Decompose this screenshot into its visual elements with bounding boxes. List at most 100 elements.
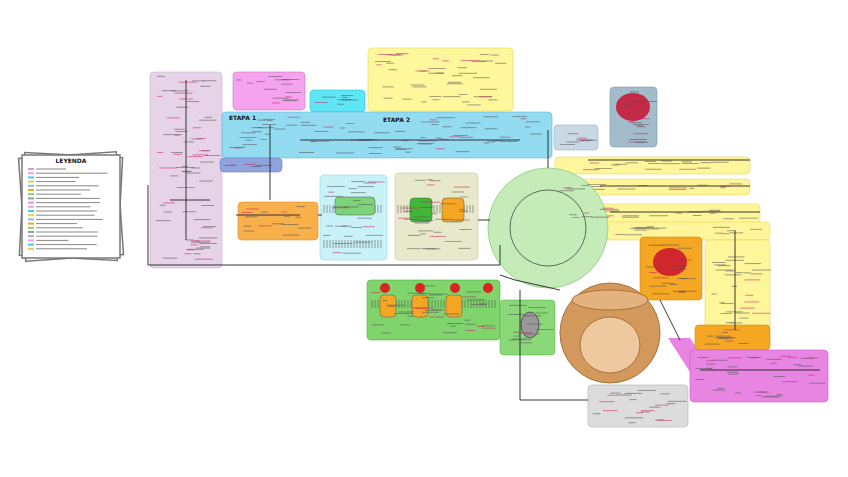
membrane — [324, 240, 381, 248]
fine-print — [413, 216, 430, 217]
fine-print — [603, 208, 613, 209]
fine-print — [610, 393, 620, 394]
fine-print — [460, 196, 467, 197]
fine-print — [427, 184, 435, 185]
fine-print — [709, 210, 720, 211]
fine-print — [729, 232, 743, 233]
pathway-panel — [238, 202, 318, 240]
fine-print — [698, 357, 709, 358]
fine-print — [398, 218, 410, 219]
stage-label: ETAPA 2 — [382, 117, 411, 124]
fine-print — [713, 227, 730, 228]
legend-line — [36, 232, 98, 233]
fine-print — [655, 419, 663, 420]
fine-print — [459, 211, 467, 212]
fine-print — [710, 213, 715, 214]
fine-print — [465, 324, 476, 325]
fine-print — [461, 60, 479, 61]
fine-print — [725, 341, 733, 342]
fine-print — [343, 253, 361, 254]
legend-sample — [28, 172, 34, 174]
fine-print — [351, 227, 362, 228]
pathway-line — [588, 160, 750, 161]
fine-print — [285, 96, 292, 97]
fine-print — [513, 116, 527, 117]
fine-print — [689, 188, 694, 189]
fine-print — [201, 205, 214, 206]
fine-print — [199, 237, 217, 238]
fine-print — [563, 187, 572, 188]
fine-print — [322, 97, 336, 98]
fine-print — [341, 97, 347, 98]
legend-sample — [28, 185, 34, 187]
fine-print — [679, 291, 697, 292]
fine-print — [649, 286, 666, 287]
fine-print — [572, 217, 580, 218]
pathway-line — [270, 125, 271, 200]
fine-print — [274, 129, 285, 130]
fine-print — [695, 379, 703, 380]
complex-dot — [450, 283, 460, 293]
fine-print — [716, 270, 733, 271]
pathway-line — [610, 212, 760, 213]
fine-print — [485, 128, 498, 129]
fine-print — [418, 230, 433, 231]
fine-print — [722, 332, 728, 333]
fine-print — [611, 165, 619, 166]
fine-print — [399, 311, 415, 312]
fine-print — [160, 205, 166, 206]
fine-print — [679, 169, 696, 170]
fine-print — [390, 54, 400, 55]
fine-print — [413, 86, 427, 87]
fine-print — [342, 99, 358, 100]
fine-print — [395, 148, 413, 149]
protein-shape — [380, 295, 396, 317]
fine-print — [745, 295, 753, 296]
fine-print — [436, 117, 455, 118]
fine-print — [200, 162, 214, 163]
fine-print — [577, 138, 587, 139]
fine-print — [283, 100, 298, 101]
fine-print — [383, 98, 392, 99]
fine-print — [615, 234, 624, 235]
fine-print — [457, 67, 467, 68]
pathway-panel — [220, 158, 282, 172]
fine-print — [677, 248, 691, 249]
legend-sample — [28, 231, 34, 233]
fine-print — [473, 77, 490, 78]
fine-print — [521, 118, 527, 119]
fine-print — [366, 235, 383, 236]
fine-print — [251, 166, 261, 167]
fine-print — [727, 230, 734, 231]
fine-print — [205, 117, 212, 118]
fine-print — [440, 203, 455, 204]
fine-print — [641, 411, 650, 412]
fine-print — [712, 390, 725, 391]
fine-print — [526, 121, 540, 122]
fine-print — [442, 60, 449, 61]
fine-print — [715, 233, 723, 234]
fine-print — [669, 189, 686, 190]
fine-print — [412, 307, 428, 308]
fine-print — [333, 207, 350, 208]
fine-print — [429, 180, 440, 181]
fine-print — [434, 232, 442, 233]
fine-print — [203, 226, 216, 227]
fine-print — [299, 152, 314, 153]
fine-print — [353, 200, 360, 201]
fine-print — [452, 75, 462, 76]
fine-print — [466, 291, 481, 292]
fine-print — [666, 258, 683, 259]
fine-print — [456, 151, 470, 152]
fine-print — [670, 284, 678, 285]
fine-print — [589, 162, 599, 163]
fine-print — [788, 357, 797, 358]
fine-print — [443, 96, 460, 97]
fine-print — [739, 218, 757, 219]
fine-print — [525, 127, 531, 128]
fine-print — [242, 212, 253, 213]
fine-print — [726, 311, 742, 312]
fine-print — [281, 84, 292, 85]
fine-print — [420, 71, 427, 72]
